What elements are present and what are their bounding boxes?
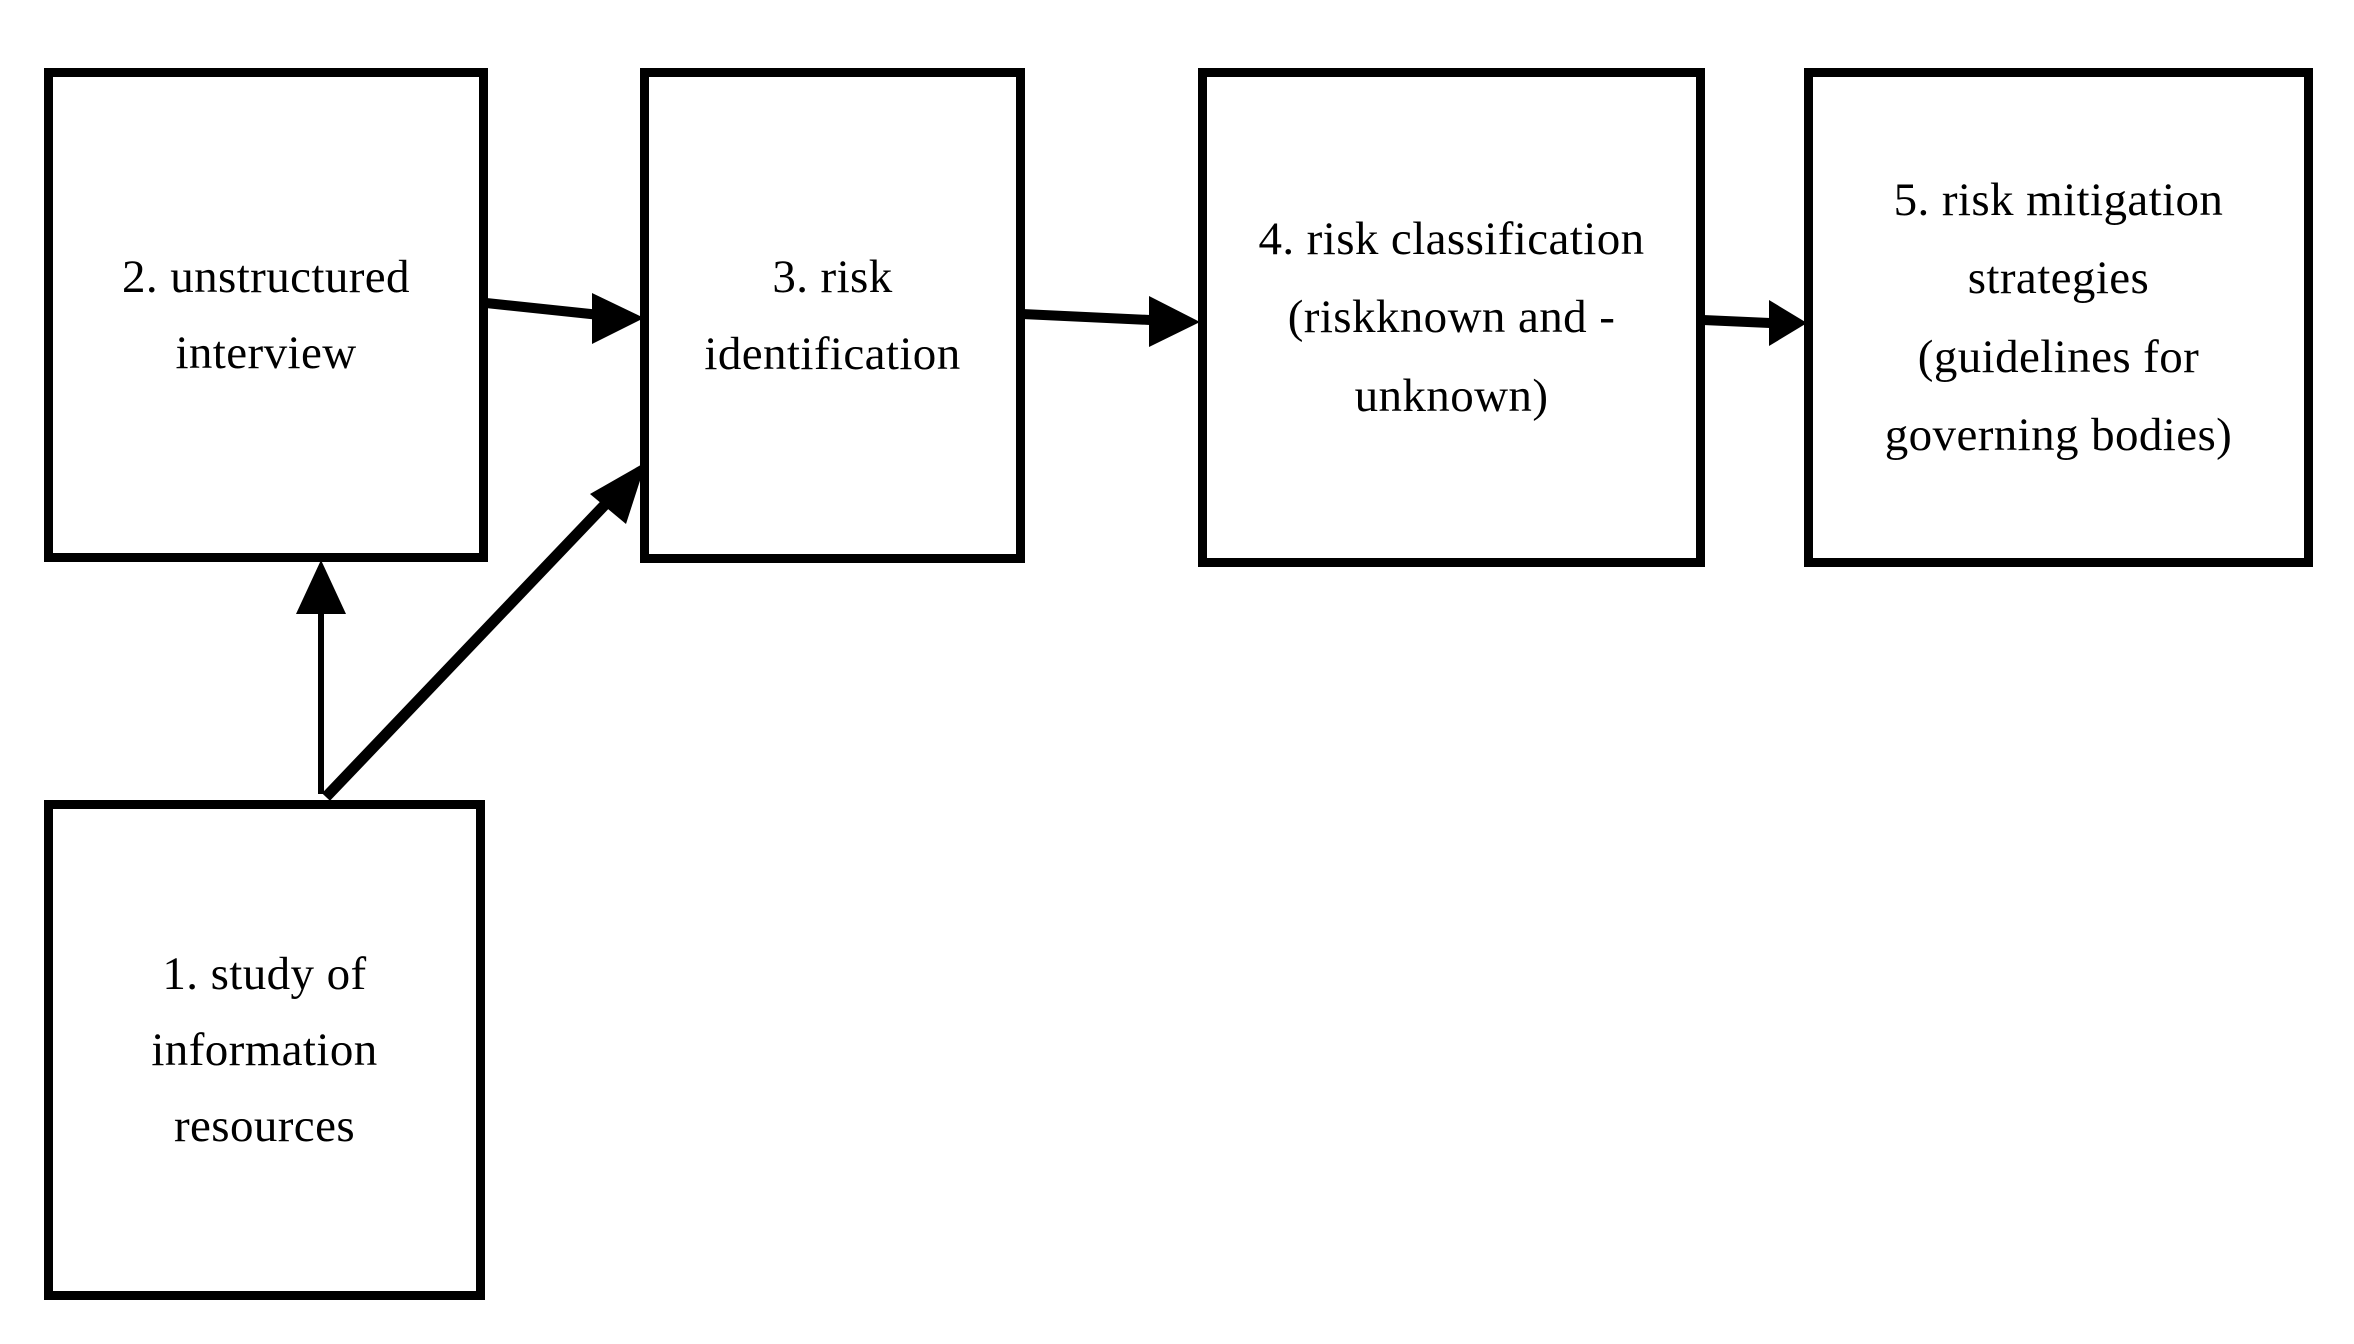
flow-node-label: 3. risk identification <box>704 251 961 380</box>
flow-node-label: 1. study of information resources <box>151 947 378 1153</box>
edge-study-to-interview <box>296 560 346 794</box>
flow-node-label: 4. risk classification (riskknown and - … <box>1258 213 1645 422</box>
flow-node-risk-classification[interactable]: 4. risk classification (riskknown and - … <box>1198 68 1705 567</box>
flow-node-label: 2. unstructured interview <box>122 250 410 379</box>
flow-node-risk-mitigation-strategies[interactable]: 5. risk mitigation strategies (guideline… <box>1804 68 2313 567</box>
edge-identification-to-classification <box>1021 296 1200 347</box>
flow-node-study-of-information-resources[interactable]: 1. study of information resources <box>44 800 485 1300</box>
edge-interview-to-identification <box>485 293 644 344</box>
edge-classification-to-mitigation <box>1702 300 1807 346</box>
flow-node-risk-identification[interactable]: 3. risk identification <box>640 68 1025 563</box>
flow-node-label: 5. risk mitigation strategies (guideline… <box>1884 174 2233 461</box>
flow-node-unstructured-interview[interactable]: 2. unstructured interview <box>44 68 488 562</box>
